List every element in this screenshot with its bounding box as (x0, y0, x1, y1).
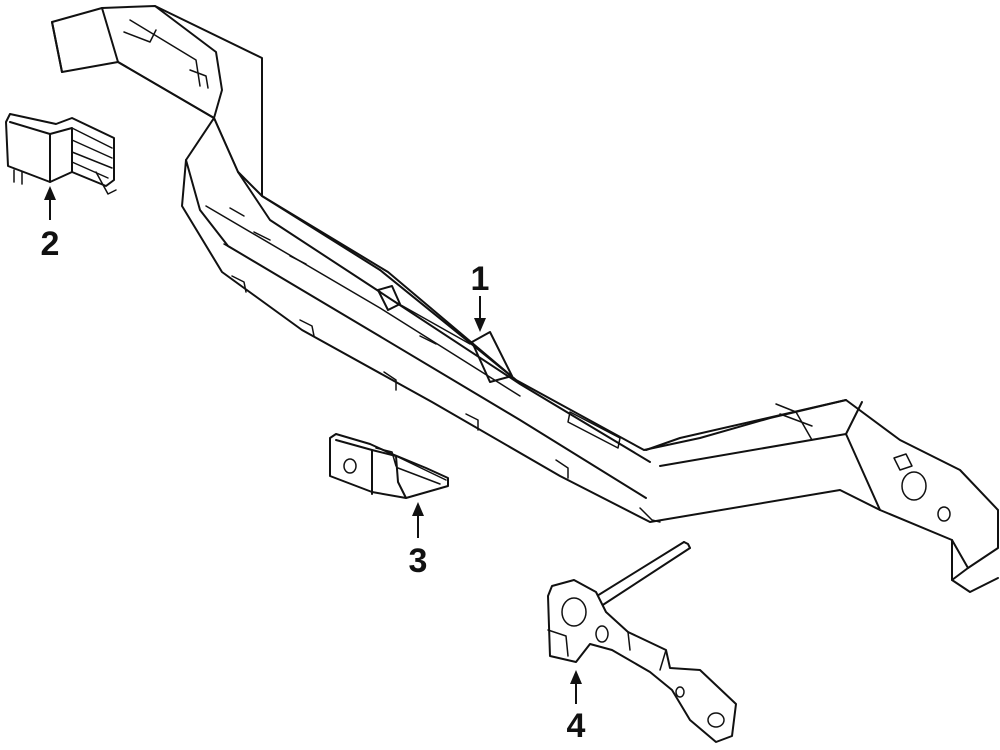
callout-label-3: 3 (409, 542, 428, 580)
part-3-bracket (329, 433, 449, 499)
callout-4: 4 (567, 670, 586, 745)
part-4-bracket (547, 541, 737, 743)
callout-label-2: 2 (41, 225, 60, 263)
callout-3: 3 (409, 502, 428, 580)
callout-1: 1 (471, 260, 490, 332)
callout-2: 2 (41, 186, 60, 263)
part-1-crossmember (51, 5, 999, 593)
callout-label-4: 4 (567, 707, 586, 745)
callout-label-1: 1 (471, 260, 490, 298)
part-2-bracket (5, 113, 117, 195)
